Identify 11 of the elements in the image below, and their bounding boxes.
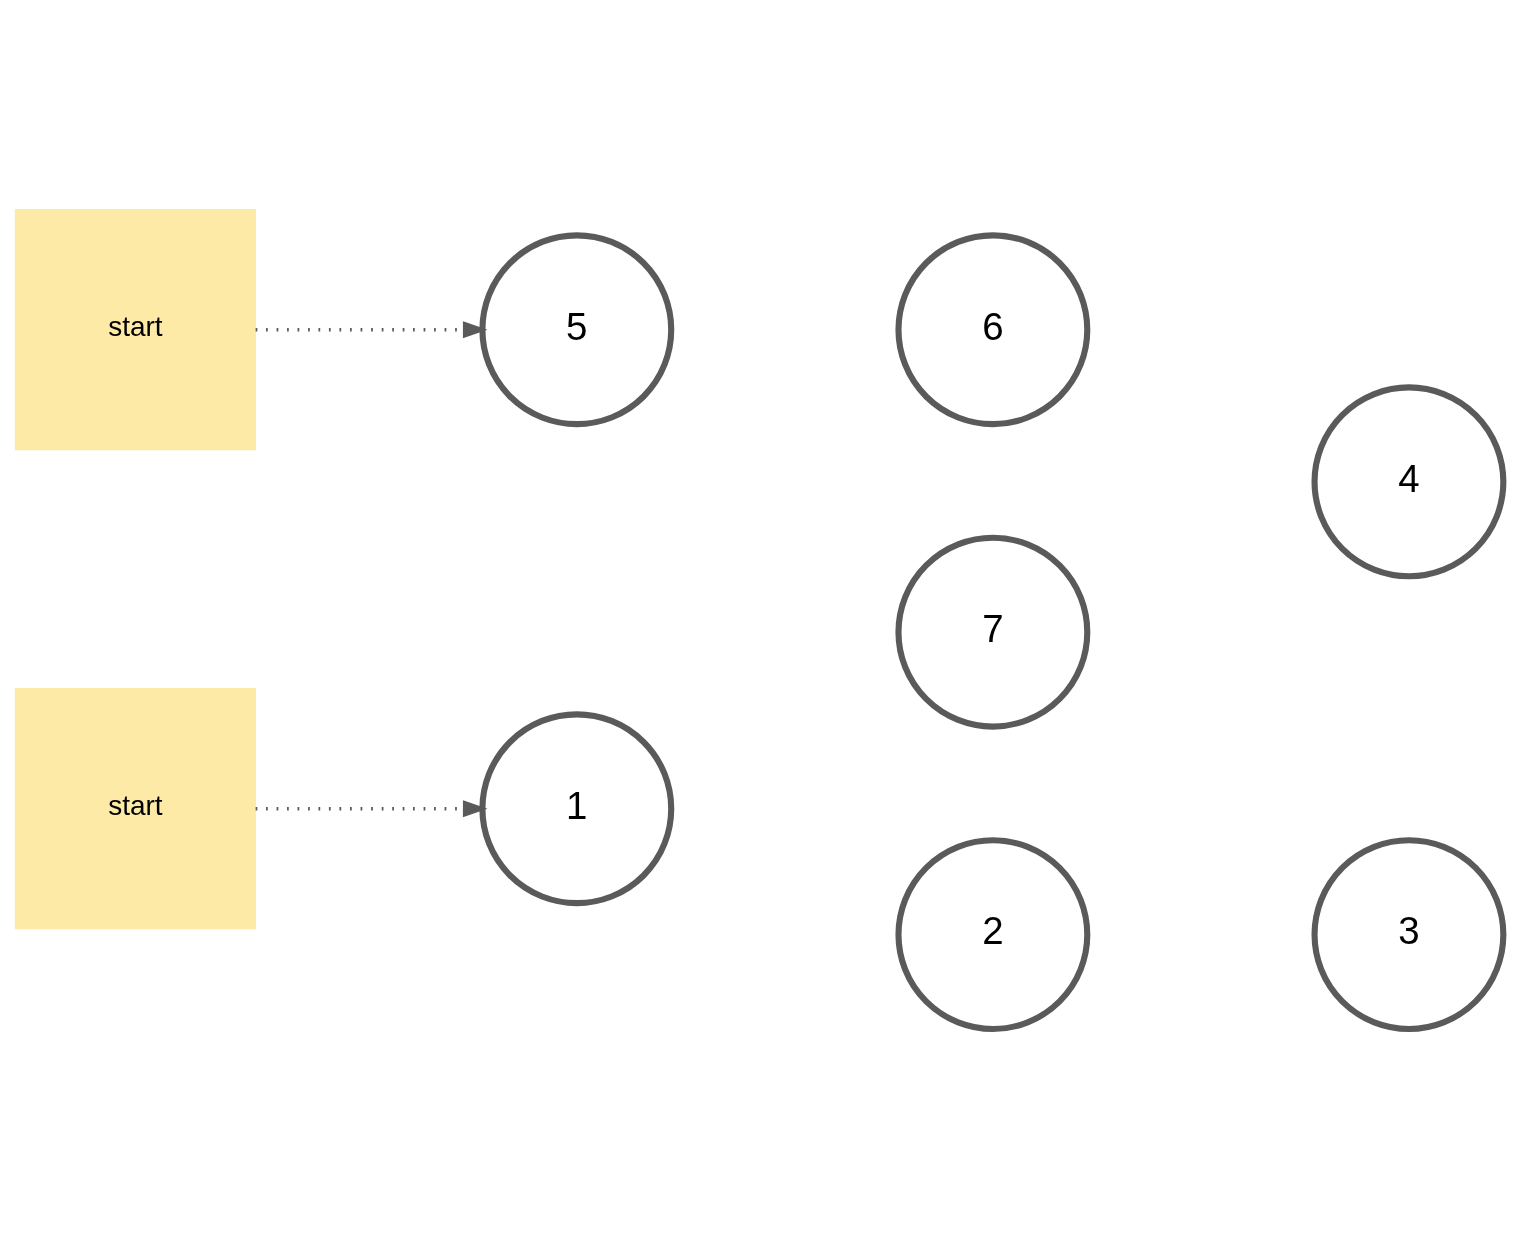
node-circle: 4 [1311, 383, 1507, 579]
node-circle: 3 [1311, 836, 1507, 1032]
node-box: start [14, 208, 257, 450]
node-circle: 5 [479, 231, 675, 427]
node-circle: 1 [479, 710, 675, 906]
arrow [255, 320, 488, 338]
node-circle: 7 [895, 534, 1091, 730]
node-circle: 2 [895, 836, 1091, 1032]
node-box: start [14, 687, 257, 929]
arrow [255, 799, 488, 817]
node-circle: 6 [895, 231, 1091, 427]
